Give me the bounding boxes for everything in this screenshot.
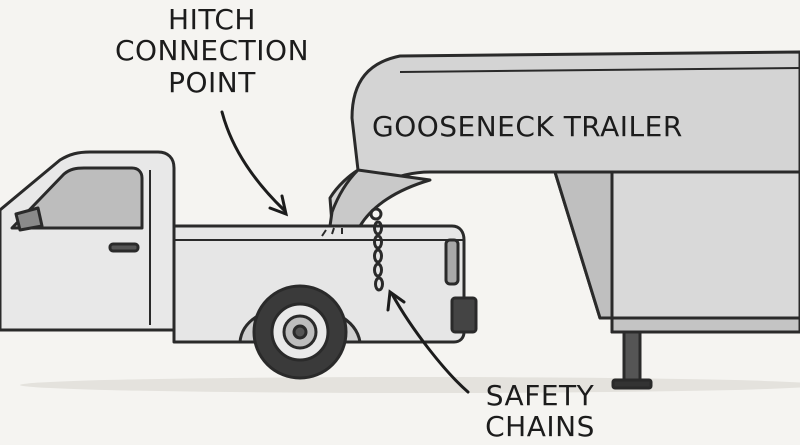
trailer-jack-leg <box>622 330 642 384</box>
hitch-label-line-3: POINT <box>168 65 256 99</box>
chain-link-4 <box>373 248 383 264</box>
chains-label-line-1: SAFETY <box>485 379 595 412</box>
chains-label-line-2: CHAINS <box>485 410 595 444</box>
hitch-mark-1 <box>321 229 327 237</box>
truck-door-handle <box>108 242 140 253</box>
hitch-callout-arrow <box>220 110 286 212</box>
safety-chains-label: SAFETY CHAINS <box>470 380 610 443</box>
truck-cab-window <box>10 166 144 230</box>
pickup-truck <box>0 150 478 380</box>
ground-shadow <box>20 377 800 393</box>
hitch-mark-2 <box>331 227 335 235</box>
trailer-bottom-rail <box>610 316 800 334</box>
chain-link-6 <box>374 276 384 292</box>
trailer-front-slope <box>553 170 614 320</box>
chain-link-1 <box>369 207 383 221</box>
hitch-label-line-2: CONNECTION <box>114 34 310 68</box>
hitch-label-line-1: HITCH <box>168 3 256 36</box>
callout-arrows <box>220 110 470 394</box>
chain-link-2 <box>373 220 383 236</box>
truck-side-mirror <box>14 206 44 232</box>
gooseneck-trailer <box>328 50 800 390</box>
safety-chain <box>369 207 384 292</box>
hitch-connection-point-label: HITCH CONNECTION POINT <box>96 4 328 98</box>
hitch-callout-arrowhead <box>268 194 289 217</box>
chain-link-3 <box>373 234 383 250</box>
chains-callout-arrow <box>390 292 470 394</box>
trailer-jack-foot <box>611 378 653 390</box>
truck-tail-light <box>444 238 460 286</box>
gooseneck-trailer-label: GOOSENECK TRAILER <box>372 110 683 143</box>
trailer-seam <box>399 67 800 73</box>
truck-hub <box>292 324 308 340</box>
truck-rear-bumper <box>450 296 478 334</box>
chains-callout-arrowhead <box>386 289 406 312</box>
chain-link-5 <box>373 262 383 278</box>
